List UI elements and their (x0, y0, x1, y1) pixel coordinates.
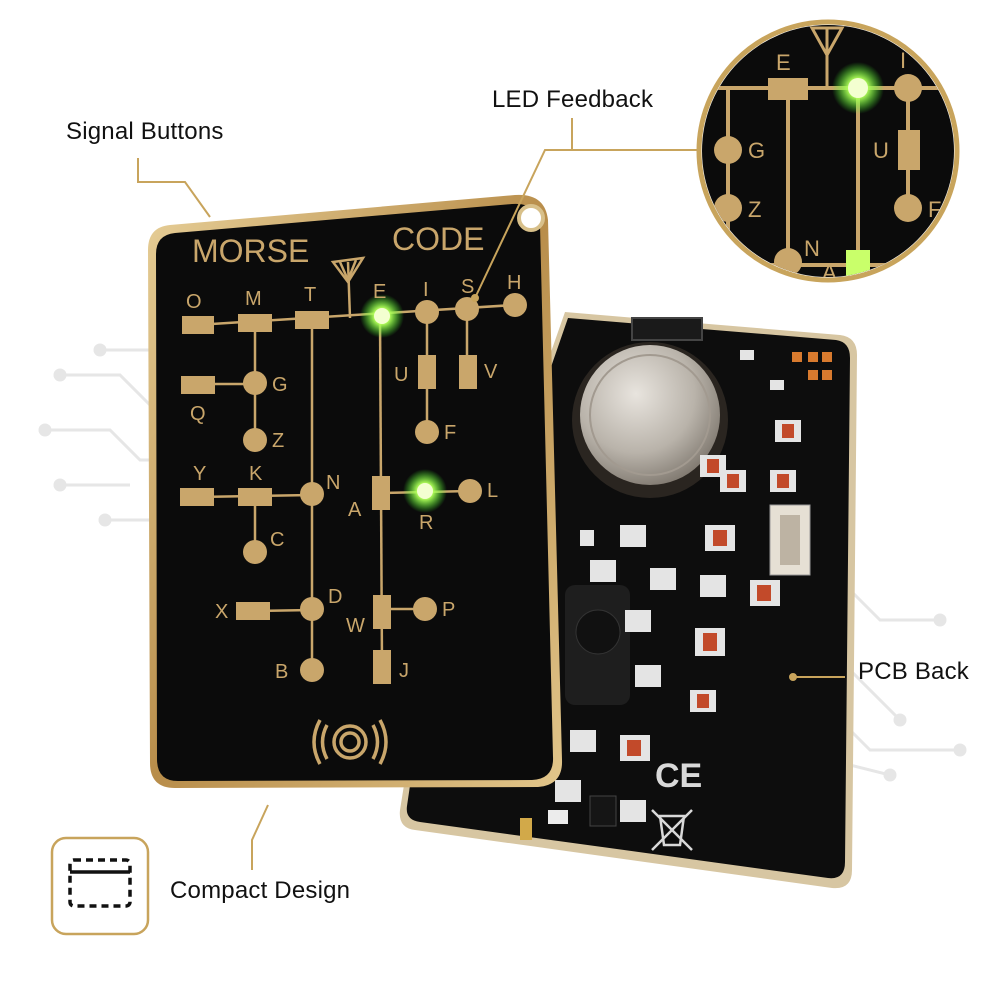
letter-z: Z (272, 430, 284, 452)
signal-pads (180, 293, 527, 684)
letter-n: N (326, 472, 340, 494)
letter-labels: O M T E I S H G Q Z U V F Y K N A R L C … (186, 272, 521, 683)
keyring-hole (517, 204, 545, 232)
letter-w: W (346, 615, 365, 637)
led-indicators (360, 294, 447, 513)
letter-s: S (461, 276, 474, 298)
front-card: MORSE CODE (148, 194, 563, 789)
letter-c: C (270, 529, 284, 551)
zoom-letter-a: A (822, 260, 837, 285)
weee-bin-icon (651, 809, 693, 851)
zoom-letter-n: N (804, 236, 820, 261)
usb-connector (631, 317, 703, 341)
letter-a: A (348, 499, 362, 521)
letter-j: J (399, 660, 409, 682)
letter-p: P (442, 599, 455, 621)
zoom-letter-g: G (748, 138, 765, 163)
letter-q: Q (190, 403, 206, 425)
callout-compact-design: Compact Design (170, 877, 351, 904)
callout-signal-buttons: Signal Buttons (66, 118, 224, 145)
letter-b: B (275, 661, 288, 683)
title-morse: MORSE (192, 233, 309, 269)
zoom-letters: E I G U Z F N A (748, 48, 941, 285)
letter-m: M (245, 288, 262, 310)
letter-y: Y (193, 463, 206, 485)
letter-u: U (394, 364, 408, 386)
coin-cell-battery (580, 345, 720, 485)
title-code: CODE (392, 221, 484, 257)
letter-i: I (423, 279, 429, 301)
letter-g: G (272, 374, 288, 396)
vibration-icon (312, 719, 388, 765)
letter-t: T (304, 284, 316, 306)
callout-pcb-back: PCB Back (858, 658, 969, 685)
letter-k: K (249, 463, 263, 485)
letter-v: V (484, 361, 498, 383)
letter-f: F (444, 422, 456, 444)
card-icon (50, 836, 150, 936)
letter-d: D (328, 586, 342, 608)
zoom-antenna-icon (809, 26, 845, 88)
zoom-inset: E I G U Z F N A (696, 19, 960, 285)
zoom-letter-i: I (900, 48, 906, 73)
letter-e: E (373, 281, 386, 303)
letter-o: O (186, 291, 202, 313)
letter-r: R (419, 512, 433, 534)
antenna-icon (330, 256, 366, 319)
callout-lines (137, 118, 845, 870)
letter-x: X (215, 601, 228, 623)
zoom-letter-u: U (873, 138, 889, 163)
zoom-letter-z: Z (748, 197, 761, 222)
callout-led-feedback: LED Feedback (492, 86, 654, 113)
ce-mark-text: CE (655, 757, 702, 795)
letter-h: H (507, 272, 521, 294)
letter-l: L (487, 480, 498, 502)
zoom-letter-e: E (776, 50, 791, 75)
ce-mark-icon: CE (655, 757, 702, 795)
